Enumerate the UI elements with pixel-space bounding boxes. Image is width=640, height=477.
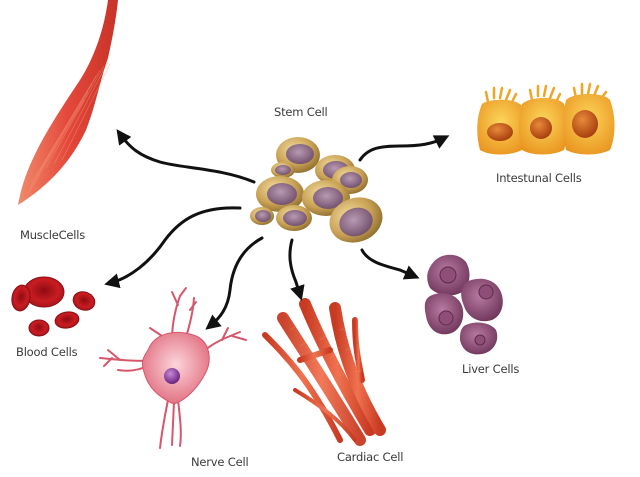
arrow-to-blood xyxy=(104,206,242,289)
arrow-to-liver xyxy=(360,248,420,280)
arrow-to-cardiac xyxy=(288,238,305,301)
cardiac-cell-label: Cardiac Cell xyxy=(337,450,404,464)
liver-cells-illustration xyxy=(424,254,503,355)
blood-cells-label: Blood Cells xyxy=(16,345,78,359)
cardiac-cells-illustration xyxy=(262,298,386,446)
intestinal-cells-illustration xyxy=(477,82,615,155)
stem-cell-cluster-illustration xyxy=(250,137,383,243)
arrow-to-intestinal xyxy=(358,135,450,162)
arrows xyxy=(104,129,450,330)
blood-cells-illustration xyxy=(11,276,96,337)
nerve-cell-illustration xyxy=(99,287,247,449)
muscle-cells-label: MuscleCells xyxy=(20,228,86,242)
stem-cell-label: Stem Cell xyxy=(274,105,328,119)
liver-cells-label: Liver Cells xyxy=(462,362,520,376)
arrow-to-muscle xyxy=(116,129,256,184)
nerve-cell-label: Nerve Cell xyxy=(191,455,249,469)
muscle-cell-illustration xyxy=(18,0,118,205)
arrow-to-nerve xyxy=(205,236,264,330)
intestinal-cells-label: Intestunal Cells xyxy=(496,171,582,185)
